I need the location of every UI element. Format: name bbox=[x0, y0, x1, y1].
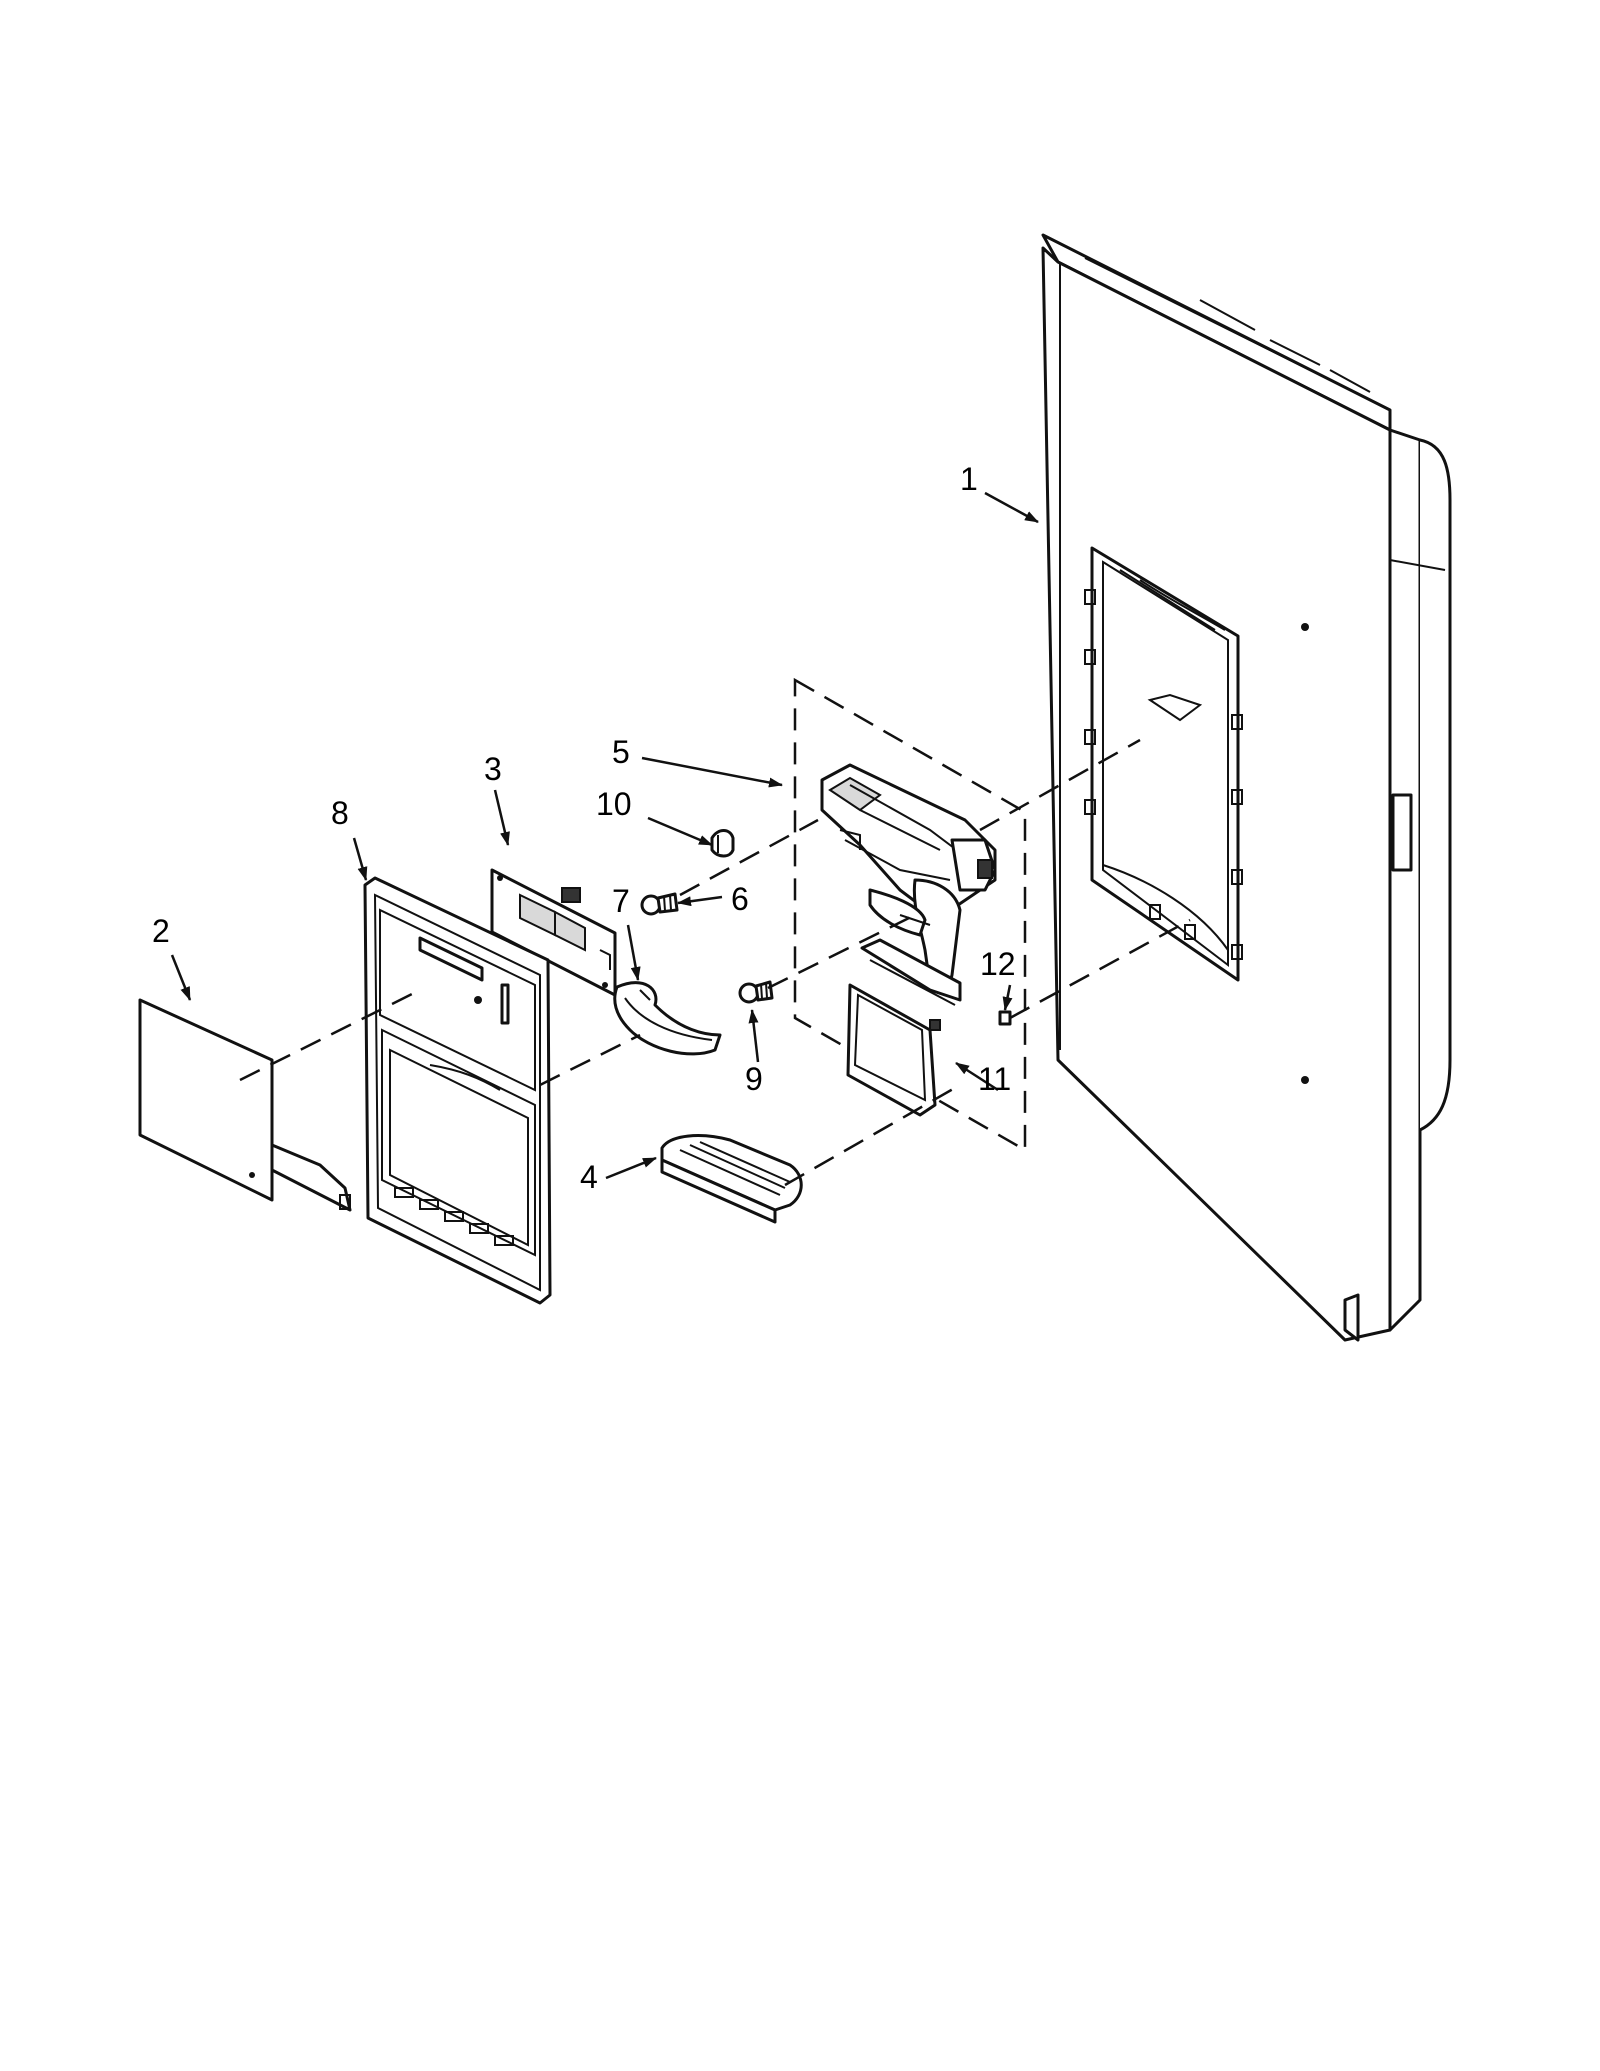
screw-part-9 bbox=[738, 980, 774, 1004]
assembly-group-outline bbox=[793, 677, 1027, 1153]
leader-arrows bbox=[170, 491, 1039, 1180]
curved-cover bbox=[613, 981, 722, 1056]
screw-part-6 bbox=[640, 892, 679, 916]
callout-11: 11 bbox=[978, 1061, 1011, 1097]
drip-tray bbox=[660, 1134, 803, 1224]
callout-5: 5 bbox=[612, 734, 630, 770]
callout-labels: 1 2 3 4 5 6 7 8 9 10 11 12 bbox=[152, 461, 1016, 1195]
clip-part bbox=[710, 829, 735, 858]
callout-12: 12 bbox=[980, 946, 1016, 982]
callout-9: 9 bbox=[745, 1061, 763, 1097]
callout-6: 6 bbox=[731, 881, 749, 917]
callout-1: 1 bbox=[960, 461, 978, 497]
actuator-assembly bbox=[820, 763, 997, 989]
callout-10: 10 bbox=[596, 786, 632, 822]
callout-4: 4 bbox=[580, 1159, 598, 1195]
small-pin bbox=[998, 1010, 1012, 1026]
assembly-lines bbox=[239, 738, 1191, 1187]
dispenser-paddle bbox=[846, 938, 962, 1117]
panel-insert bbox=[138, 998, 352, 1212]
door-panel bbox=[1041, 233, 1452, 1342]
dispenser-front-frame bbox=[363, 876, 552, 1305]
callout-7: 7 bbox=[612, 883, 630, 919]
callout-2: 2 bbox=[152, 913, 170, 949]
callout-8: 8 bbox=[331, 795, 349, 831]
callout-3: 3 bbox=[484, 751, 502, 787]
